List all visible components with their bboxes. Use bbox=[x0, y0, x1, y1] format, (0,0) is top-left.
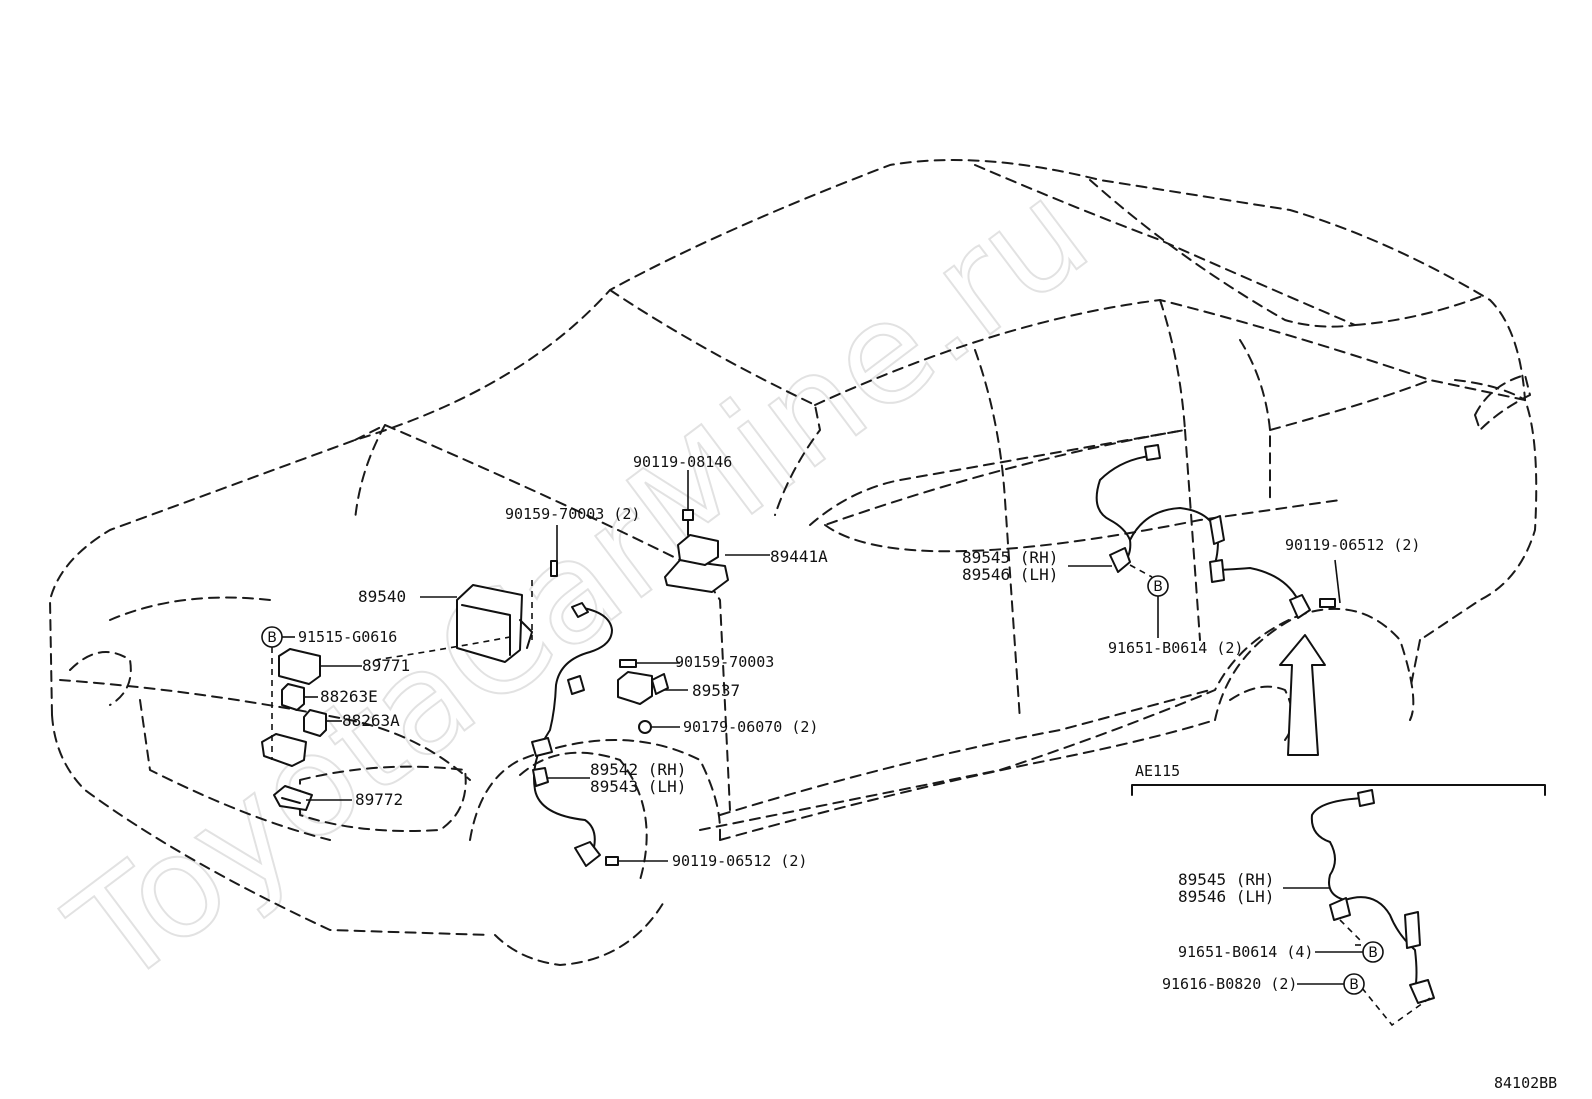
label-90119-08146: 90119-08146 bbox=[633, 453, 732, 471]
label-inset-91651-b0614-4: 91651-B0614 (4) bbox=[1178, 943, 1313, 961]
label-ae115: AE115 bbox=[1135, 762, 1180, 780]
callout-b-front: B bbox=[261, 626, 283, 648]
relay-89771 bbox=[278, 648, 321, 685]
part-labels: 90119-08146 90159-70003 (2) 89441A 89540… bbox=[298, 453, 1557, 1092]
label-89540: 89540 bbox=[358, 587, 406, 606]
car-outline bbox=[49, 159, 1538, 966]
bolt-90159-70003 bbox=[550, 560, 637, 668]
watermark: ToyotaCarMine.ru bbox=[42, 151, 1118, 1018]
leader-lines bbox=[271, 470, 1365, 985]
yaw-sensor-89441A bbox=[664, 509, 729, 593]
callout-b-inset-1: B bbox=[1362, 941, 1384, 963]
label-91515-G0616: 91515-G0616 bbox=[298, 628, 397, 646]
rear-speed-sensor-harness bbox=[1095, 444, 1336, 619]
front-speed-sensor-harness bbox=[531, 602, 619, 867]
bracket-89772 bbox=[273, 785, 313, 811]
relay-88263A bbox=[303, 709, 327, 737]
label-89543-lh: 89543 (LH) bbox=[590, 777, 686, 796]
diagram-code: 84102BB bbox=[1494, 1074, 1557, 1092]
label-89546-lh: 89546 (LH) bbox=[962, 565, 1058, 584]
svg-text:B: B bbox=[1368, 945, 1378, 961]
nut-90179-06070 bbox=[638, 720, 652, 734]
label-89545-rh: 89545 (RH) bbox=[962, 548, 1058, 567]
callout-b-inset-2: B bbox=[1343, 973, 1365, 995]
label-inset-91616-b0820: 91616-B0820 (2) bbox=[1162, 975, 1297, 993]
label-91651-b0614-2: 91651-B0614 (2) bbox=[1108, 639, 1243, 657]
label-90179-06070: 90179-06070 (2) bbox=[683, 718, 818, 736]
label-89771: 89771 bbox=[362, 656, 410, 675]
relay-88263E bbox=[281, 683, 305, 711]
callout-b-rear: B bbox=[1147, 575, 1169, 597]
label-89542-rh: 89542 (RH) bbox=[590, 760, 686, 779]
label-90119-06512-rear: 90119-06512 (2) bbox=[1285, 536, 1420, 554]
abs-control-unit bbox=[456, 584, 533, 663]
svg-text:B: B bbox=[1153, 579, 1163, 595]
sensor-89537 bbox=[617, 671, 669, 705]
inset-arrow bbox=[1279, 634, 1326, 756]
label-90159-70003-2: 90159-70003 (2) bbox=[505, 505, 640, 523]
label-inset-89546-lh: 89546 (LH) bbox=[1178, 887, 1274, 906]
label-inset-89545-rh: 89545 (RH) bbox=[1178, 870, 1274, 889]
label-89441A: 89441A bbox=[770, 547, 828, 566]
inset-ae115 bbox=[1131, 784, 1546, 1027]
svg-text:B: B bbox=[1349, 977, 1359, 993]
svg-text:B: B bbox=[267, 630, 277, 646]
cover-part bbox=[261, 733, 307, 767]
label-90159-70003: 90159-70003 bbox=[675, 653, 774, 671]
label-89537: 89537 bbox=[692, 681, 740, 700]
label-88263E: 88263E bbox=[320, 687, 378, 706]
label-89772: 89772 bbox=[355, 790, 403, 809]
label-88263A: 88263A bbox=[342, 711, 400, 730]
label-90119-06512-front: 90119-06512 (2) bbox=[672, 852, 807, 870]
